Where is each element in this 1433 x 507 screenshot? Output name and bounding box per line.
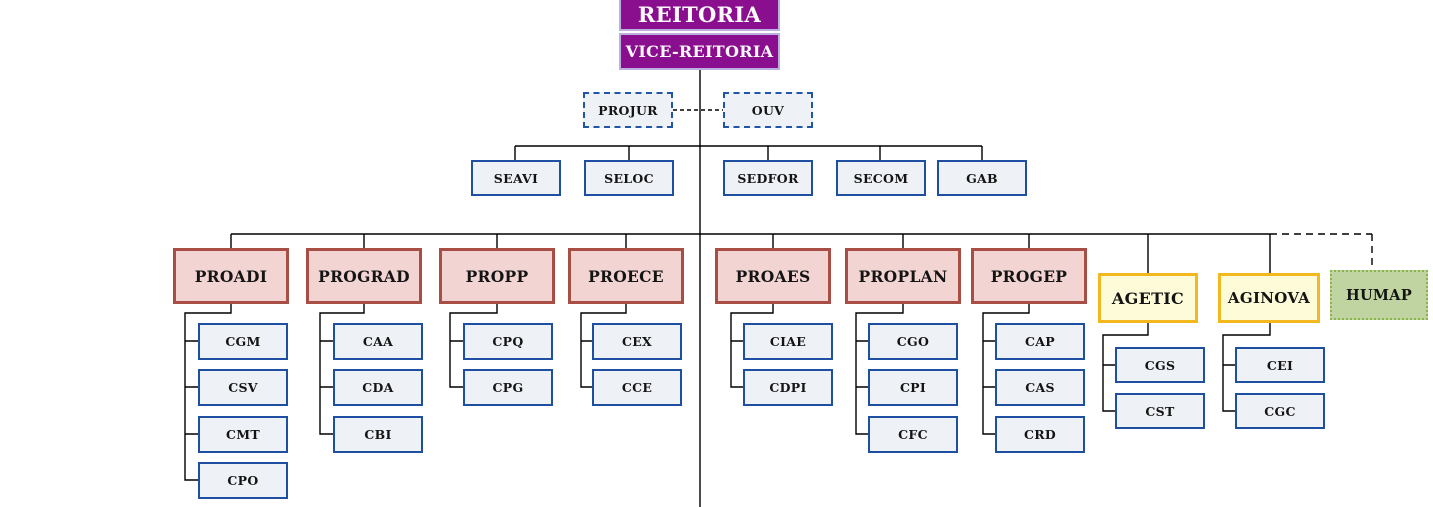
node-cap: CAP	[995, 323, 1085, 360]
node-cfc: CFC	[868, 416, 958, 453]
node-cpg: CPG	[463, 369, 553, 406]
node-projur: PROJUR	[583, 92, 673, 128]
node-cce: CCE	[592, 369, 682, 406]
node-cda: CDA	[333, 369, 423, 406]
node-aginova: AGINOVA	[1218, 273, 1320, 323]
node-cas: CAS	[995, 369, 1085, 406]
node-ciae: CIAE	[743, 323, 833, 360]
node-progep: PROGEP	[971, 248, 1087, 304]
node-cgc: CGC	[1235, 393, 1325, 429]
proaes-branch-lines	[730, 304, 774, 388]
humap-dashed-link	[1270, 233, 1373, 270]
agetic-branch-lines	[1102, 323, 1149, 412]
node-proaes: PROAES	[715, 248, 831, 304]
node-cst: CST	[1115, 393, 1205, 429]
node-cmt: CMT	[198, 416, 288, 453]
node-gab: GAB	[937, 160, 1027, 196]
node-cbi: CBI	[333, 416, 423, 453]
proplan-branch-lines	[855, 304, 904, 435]
propp-branch-lines	[449, 304, 498, 388]
node-cex: CEX	[592, 323, 682, 360]
node-agetic: AGETIC	[1098, 273, 1198, 323]
node-proece: PROECE	[568, 248, 684, 304]
node-proadi: PROADI	[173, 248, 289, 304]
node-proplan: PROPLAN	[845, 248, 961, 304]
node-cgm: CGM	[198, 323, 288, 360]
node-cpi: CPI	[868, 369, 958, 406]
node-prograd: PROGRAD	[306, 248, 422, 304]
node-vice-reitoria: VICE-REITORIA	[619, 33, 780, 70]
proadi-branch-lines	[184, 304, 232, 481]
node-cdpi: CDPI	[743, 369, 833, 406]
node-cei: CEI	[1235, 347, 1325, 383]
node-propp: PROPP	[439, 248, 555, 304]
node-sedfor: SEDFOR	[723, 160, 813, 196]
node-cgs: CGS	[1115, 347, 1205, 383]
progep-branch-lines	[982, 304, 1030, 435]
node-cpq: CPQ	[463, 323, 553, 360]
main-rail	[230, 233, 1271, 273]
node-humap: HUMAP	[1330, 270, 1428, 320]
secretariat-rail	[514, 145, 983, 160]
node-crd: CRD	[995, 416, 1085, 453]
node-ouv: OUV	[723, 92, 813, 128]
prograd-branch-lines	[319, 304, 365, 435]
node-cgo: CGO	[868, 323, 958, 360]
node-seloc: SELOC	[584, 160, 674, 196]
node-csv: CSV	[198, 369, 288, 406]
aginova-branch-lines	[1222, 323, 1271, 412]
proece-branch-lines	[580, 304, 627, 388]
node-seavi: SEAVI	[471, 160, 561, 196]
node-cpo: CPO	[198, 462, 288, 499]
node-secom: SECOM	[836, 160, 926, 196]
node-caa: CAA	[333, 323, 423, 360]
node-reitoria: REITORIA	[619, 0, 780, 31]
